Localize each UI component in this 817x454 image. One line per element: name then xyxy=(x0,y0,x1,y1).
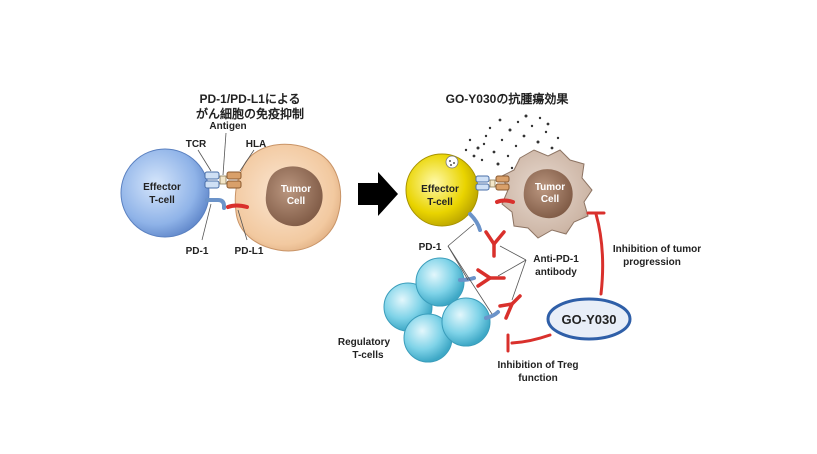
tumor-cell-right-label-line1: Tumor xyxy=(535,182,565,193)
pd1-receptor-right xyxy=(468,212,482,232)
antibody-icon xyxy=(498,294,522,320)
pd1-label-right: PD-1 xyxy=(419,242,442,253)
inhibition-arrow-icon xyxy=(506,333,552,353)
anti-pd1-antibody-label-line2: antibody xyxy=(535,267,577,278)
inhibition-arrow-icon xyxy=(586,211,606,296)
tcr-receptor-left xyxy=(204,171,220,189)
right-label-leaders xyxy=(447,223,527,315)
hla-molecule-left xyxy=(226,171,242,189)
antigen-label: Antigen xyxy=(209,121,246,132)
pdl1-ligand-right xyxy=(495,198,515,204)
pdl1-label-left: PD-L1 xyxy=(235,246,264,257)
tumor-cell-left-label-line1: Tumor xyxy=(281,184,311,195)
regulatory-t-cells-label-line2: T-cells xyxy=(352,350,384,361)
go-y030-drug-node xyxy=(546,297,632,341)
left-label-leaders xyxy=(197,132,255,241)
hla-molecule-right xyxy=(495,175,510,191)
tumor-cell-right-label-line2: Cell xyxy=(541,194,560,205)
antigen-peptide-right xyxy=(489,179,496,188)
right-arrow-icon xyxy=(358,172,398,216)
effector-t-cell-left-label-line1: Effector xyxy=(143,182,181,193)
pdl1-ligand-left xyxy=(226,203,249,209)
left-panel-title-line1: PD-1/PD-L1による xyxy=(200,92,301,106)
regulatory-t-cells-cluster xyxy=(383,257,491,363)
go-y030-label: GO-Y030 xyxy=(562,312,617,327)
pd1-receptor-left xyxy=(205,198,226,210)
tumor-nucleus-right xyxy=(523,169,573,219)
tcr-receptor-right xyxy=(475,175,490,191)
treg-cell xyxy=(441,297,491,347)
effector-t-cell-right-label-line1: Effector xyxy=(421,184,459,195)
anti-pd1-antibody-label-line1: Anti-PD-1 xyxy=(533,254,579,265)
antigen-peptide-left xyxy=(219,175,227,185)
inhibit-tumor-label-line2: progression xyxy=(623,257,681,268)
pd1-label-left: PD-1 xyxy=(186,246,209,257)
granule-icon xyxy=(445,155,459,169)
tumor-cell-left-label-line2: Cell xyxy=(287,196,306,207)
right-panel-title: GO-Y030の抗腫瘍効果 xyxy=(446,91,569,106)
inhibit-treg-label-line1: Inhibition of Treg xyxy=(497,360,578,371)
tcr-label: TCR xyxy=(186,139,207,150)
tumor-nucleus-left xyxy=(265,166,323,227)
pd1-receptor-treg-2 xyxy=(484,310,500,320)
effector-t-cell-right-label-line2: T-cell xyxy=(427,197,453,208)
antibody-icon xyxy=(476,268,506,288)
treg-cell xyxy=(415,257,465,307)
inhibit-tumor-label-line1: Inhibition of tumor xyxy=(613,244,701,255)
regulatory-t-cells-label-line1: Regulatory xyxy=(338,337,391,348)
effector-t-cell-left xyxy=(120,148,210,238)
left-panel-title-line2: がん細胞の免疫抑制 xyxy=(196,106,304,121)
inhibit-treg-label-line2: function xyxy=(518,373,557,384)
effector-t-cell-left-label-line2: T-cell xyxy=(149,195,175,206)
hla-label: HLA xyxy=(246,139,267,150)
antibody-icon xyxy=(484,230,506,258)
